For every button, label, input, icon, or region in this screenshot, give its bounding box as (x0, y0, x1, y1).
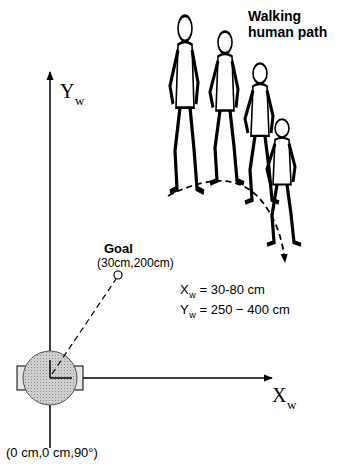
robot (17, 351, 83, 405)
person (170, 16, 204, 192)
goal-coordinates: (30cm,200cm) (97, 257, 174, 271)
axis-subscript: w (75, 94, 84, 109)
goal-point (114, 271, 122, 279)
axis-label: X (272, 384, 286, 407)
range-value: = 30-80 cm (200, 283, 265, 298)
person (267, 119, 301, 244)
person (210, 32, 244, 184)
range-variable: X (180, 283, 189, 298)
goal-label: Goal (104, 242, 133, 257)
range-subscript: w (189, 310, 196, 320)
path-title: Walking human path (248, 8, 336, 40)
axis-subscript: w (287, 398, 296, 413)
range-value: = 250 − 400 cm (200, 303, 290, 318)
origin-pose: (0 cm,0 cm,90°) (6, 446, 98, 461)
range-subscript: w (189, 290, 196, 300)
range-variable: Y (180, 303, 189, 318)
axis-label: Y (60, 80, 74, 103)
walking-path (168, 181, 285, 262)
goal-line (52, 279, 116, 374)
